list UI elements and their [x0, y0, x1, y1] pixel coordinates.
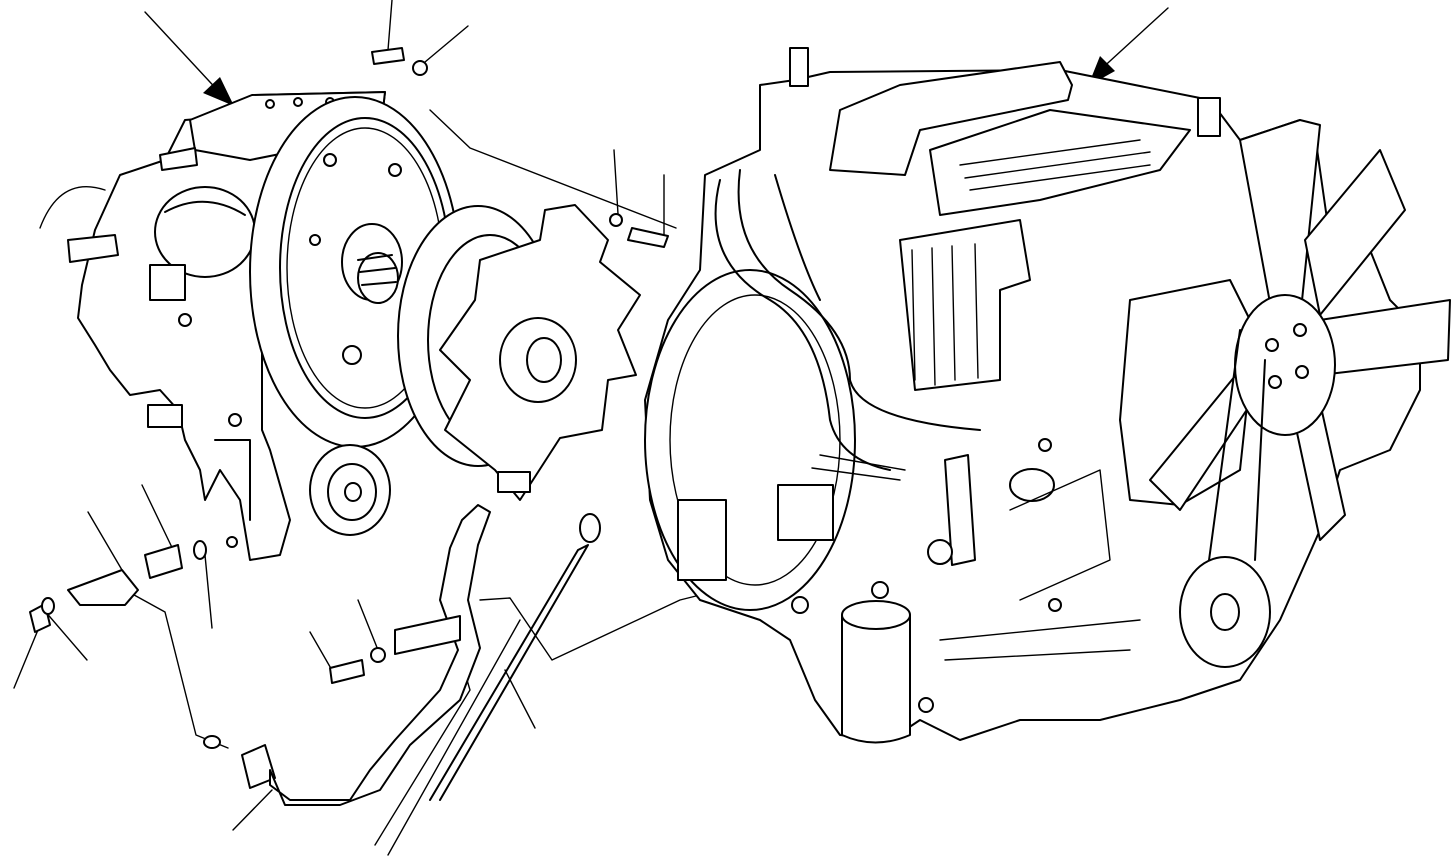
filter-canister	[154, 186, 256, 278]
drive-belt	[1204, 329, 1266, 591]
o-ring	[203, 735, 221, 749]
leader-line	[613, 149, 619, 215]
bolt	[371, 47, 405, 65]
leader-line	[232, 789, 273, 831]
adapter	[144, 544, 183, 579]
dipstick	[429, 544, 589, 801]
o-ring	[193, 540, 207, 560]
bolt	[627, 227, 669, 248]
oil-pipe-and-dipstick	[269, 504, 601, 806]
leader-line	[13, 624, 41, 689]
wiring-harness	[714, 179, 891, 471]
washer	[609, 213, 623, 227]
tube-nut	[241, 744, 276, 789]
leader-line	[43, 609, 88, 661]
oil-filler-cap	[1009, 468, 1055, 502]
elbow-fitting	[67, 569, 139, 606]
flywheel-assembly	[397, 204, 641, 501]
washer	[370, 647, 386, 663]
fittings-left	[29, 540, 276, 789]
leader-line	[309, 631, 334, 673]
oil-pipe	[269, 504, 491, 806]
fan-hub	[1234, 294, 1336, 436]
intake-pipe	[829, 61, 1073, 176]
engine-block	[644, 47, 1451, 744]
flywheel-housing	[644, 269, 856, 611]
lifting-eye	[1197, 97, 1221, 137]
oil-filter	[841, 600, 911, 744]
washer	[41, 597, 55, 615]
valve-cover	[929, 109, 1191, 216]
assembly-guide-line	[124, 589, 229, 749]
arrow-head-left	[203, 77, 234, 106]
leader-line	[424, 25, 469, 63]
dipstick-handle	[579, 513, 601, 543]
clamp-bracket	[394, 615, 461, 655]
leader-lines	[13, 0, 1169, 856]
leader-line	[387, 0, 393, 51]
cover-plate	[677, 499, 727, 581]
thermostat-housing	[944, 454, 976, 566]
bolt	[329, 659, 365, 684]
assembly-guide-line	[429, 109, 677, 229]
leader-line	[204, 554, 213, 629]
cooling-fan	[1149, 119, 1451, 541]
assembly-guide-line	[479, 589, 721, 661]
bolt-set-top	[371, 47, 669, 248]
leader-line	[144, 11, 223, 96]
washer	[412, 60, 428, 76]
leader-line	[87, 511, 123, 571]
assembly-guide-line	[387, 619, 521, 856]
idler-pulley	[309, 444, 391, 536]
leader-line	[357, 599, 379, 651]
lifting-eye	[789, 47, 809, 87]
leader-line	[1097, 7, 1169, 73]
